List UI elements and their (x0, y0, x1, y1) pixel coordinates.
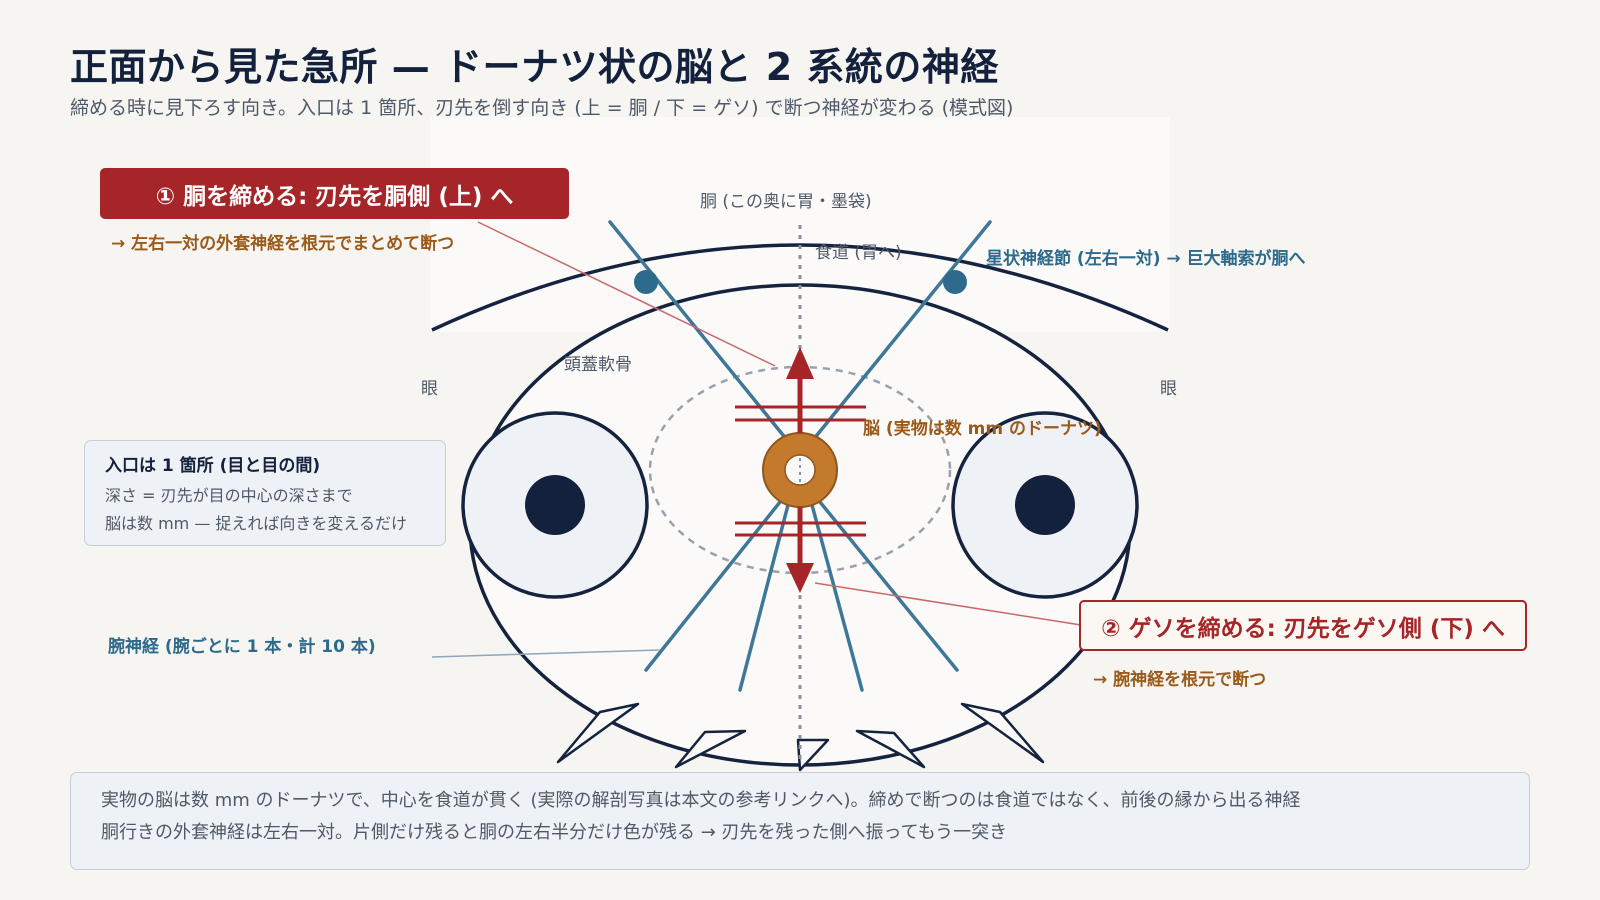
label-eye-left: 眼 (421, 379, 438, 399)
callout-body-kill: ① 胴を締める: 刃先を胴側 (上) へ (100, 168, 569, 219)
arm-base (855, 729, 926, 769)
stellate-nerve-left (608, 220, 789, 442)
entry-info-box: 入口は 1 箇所 (目と目の間) 深さ = 刃先が目の中心の深さまで 脳は数 m… (84, 440, 446, 546)
label-brain: 脳 (実物は数 mm のドーナツ) (863, 419, 1102, 439)
stellate-ganglion-left (634, 270, 658, 294)
entry-box-line: 脳は数 mm — 捉えれば向きを変えるだけ (105, 514, 407, 533)
leader-line (477, 221, 776, 367)
arm-base (556, 702, 640, 764)
arm-bases (556, 702, 1045, 772)
footnote-line: 胴行きの外套神経は左右一対。片側だけ残ると胴の左右半分だけ色が残る → 刃先を残… (101, 822, 1008, 843)
callout-arm-kill: ② ゲソを締める: 刃先をゲソ側 (下) へ (1079, 600, 1527, 651)
pupil-left (525, 475, 585, 535)
footnote-line: 実物の脳は数 mm のドーナツで、中心を食道が貫く (実際の解剖写真は本文の参考… (101, 790, 1301, 811)
esophagus-hole (784, 454, 816, 486)
entry-box-line: 深さ = 刃先が目の中心の深さまで (105, 486, 353, 505)
page-subtitle: 締める時に見下ろす向き。入口は 1 箇所、刃先を倒す向き (上 = 胴 / 下 … (70, 97, 1014, 119)
page-title: 正面から見た急所 — ドーナツ状の脳と 2 系統の神経 (70, 45, 999, 89)
label-stellate-ganglion: 星状神経節 (左右一対) → 巨大軸索が胴へ (986, 249, 1306, 269)
pupil-right (1015, 475, 1075, 535)
label-esophagus: 食道 (胃へ) (815, 243, 902, 263)
arm-base (674, 729, 747, 769)
arm-base (960, 702, 1045, 764)
callout-arm-kill-sub: → 腕神経を根元で断つ (1093, 670, 1267, 690)
leader-line (431, 649, 661, 658)
leader-line (814, 582, 1082, 626)
arm-nerve (644, 500, 782, 672)
stellate-ganglion-right (943, 270, 967, 294)
arm-nerve (818, 500, 959, 672)
label-arm-nerves: 腕神経 (腕ごとに 1 本・計 10 本) (108, 637, 376, 657)
label-body: 胴 (この奥に胃・墨袋) (700, 192, 872, 212)
stellate-nerve-right (811, 220, 992, 442)
label-cartilage: 頭蓋軟骨 (564, 355, 632, 375)
footnote-box: 実物の脳は数 mm のドーナツで、中心を食道が貫く (実際の解剖写真は本文の参考… (70, 772, 1530, 870)
label-eye-right: 眼 (1160, 379, 1177, 399)
blade-arrows (786, 347, 814, 593)
entry-box-title: 入口は 1 箇所 (目と目の間) (105, 456, 321, 476)
callout-body-kill-sub: → 左右一対の外套神経を根元でまとめて断つ (111, 234, 455, 254)
